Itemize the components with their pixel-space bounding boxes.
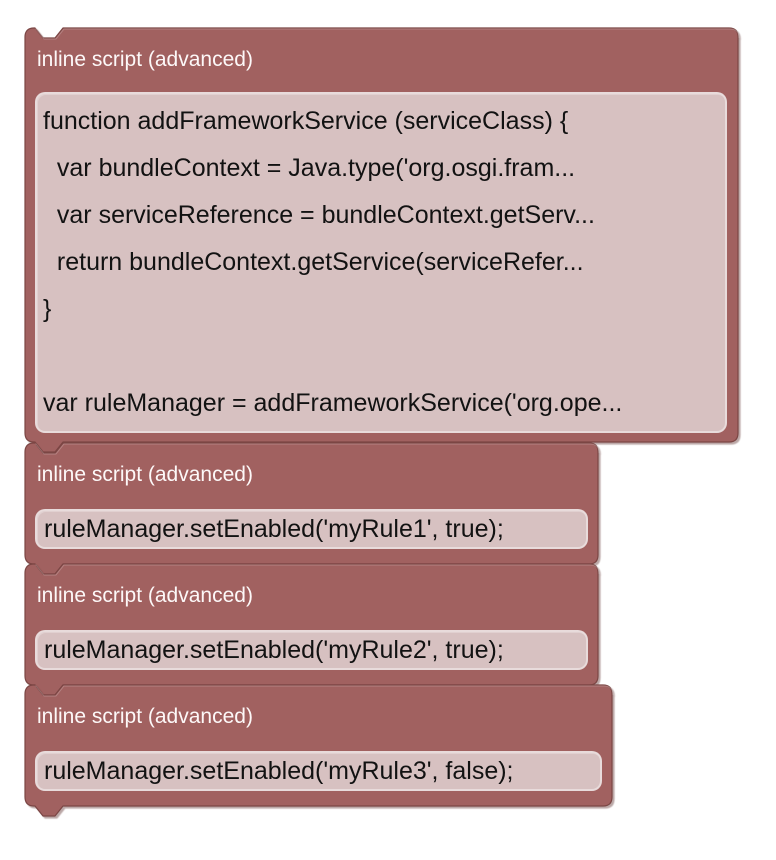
block-inline-script-4[interactable]: inline script (advanced) ruleManager.set… [24, 684, 614, 817]
script-code-field[interactable]: ruleManager.setEnabled('myRule2', true); [35, 630, 588, 670]
script-code-text: ruleManager.setEnabled('myRule3', false)… [44, 757, 514, 785]
block-label: inline script (advanced) [37, 705, 253, 728]
block-inline-script-2[interactable]: inline script (advanced) ruleManager.set… [24, 442, 600, 575]
script-code-text: ruleManager.setEnabled('myRule2', true); [44, 636, 504, 664]
script-code-field[interactable]: ruleManager.setEnabled('myRule1', true); [35, 509, 588, 549]
block-label: inline script (advanced) [37, 584, 253, 607]
block-label: inline script (advanced) [37, 48, 253, 71]
block-inline-script-3[interactable]: inline script (advanced) ruleManager.set… [24, 563, 600, 696]
script-code-field[interactable]: ruleManager.setEnabled('myRule3', false)… [35, 751, 602, 791]
script-code-text: function addFrameworkService (serviceCla… [43, 107, 623, 417]
block-inline-script-1[interactable]: inline script (advanced) function addFra… [24, 27, 740, 453]
script-code-text: ruleManager.setEnabled('myRule1', true); [44, 515, 504, 543]
script-code-field[interactable]: function addFrameworkService (serviceCla… [35, 92, 727, 433]
block-label: inline script (advanced) [37, 463, 253, 486]
